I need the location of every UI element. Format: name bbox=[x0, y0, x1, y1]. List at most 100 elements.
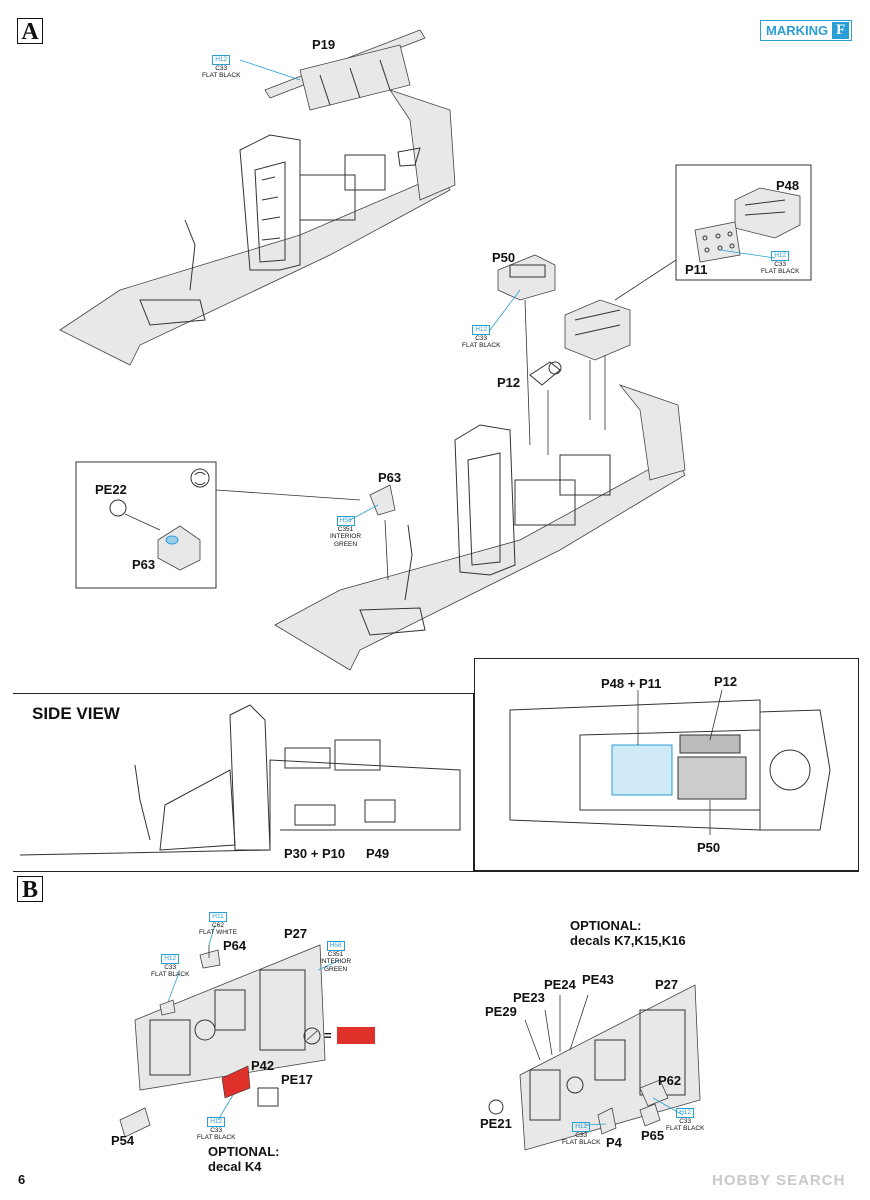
paint-callout-p19: H12 C33 FLAT BLACK bbox=[202, 55, 240, 80]
label-p65: P65 bbox=[641, 1128, 665, 1143]
paint-callout-p11: H12 C33 FLAT BLACK bbox=[761, 251, 799, 276]
optional-decals: decals K7,K15,K16 bbox=[570, 933, 686, 948]
side-view-title: SIDE VIEW bbox=[32, 704, 120, 723]
paint-number: C33 bbox=[210, 1126, 223, 1134]
paint-code: H58 bbox=[326, 941, 345, 951]
paint-name: FLAT WHITE bbox=[199, 929, 238, 936]
label-p12: P12 bbox=[497, 375, 521, 390]
label-pe21: PE21 bbox=[480, 1116, 512, 1131]
label-p11: P11 bbox=[685, 262, 708, 277]
label-p42: P42 bbox=[251, 1058, 275, 1073]
label-pe17: PE17 bbox=[281, 1072, 313, 1087]
step-a-badge: A bbox=[17, 18, 43, 45]
label-p63: P63 bbox=[378, 470, 402, 485]
label-p30-p10: P30 + P10 bbox=[284, 846, 346, 861]
paint-code: H12 bbox=[771, 251, 790, 261]
label-p4: P4 bbox=[606, 1135, 622, 1150]
cockpit-floor-upper-drawing bbox=[59, 89, 456, 366]
marking-badge: MARKING F bbox=[760, 20, 853, 41]
top-view-frame bbox=[474, 658, 859, 871]
optional-label: OPTIONAL: bbox=[208, 1144, 280, 1159]
paint-callout-p4: H12 C33 FLAT BLACK bbox=[562, 1122, 600, 1147]
label-p63-inset: P63 bbox=[132, 557, 156, 572]
label-p19: P19 bbox=[312, 37, 336, 52]
top-view-drawing bbox=[509, 689, 831, 835]
paint-callout-p64: H11 C62 FLAT WHITE bbox=[199, 912, 237, 937]
label-p64: P64 bbox=[223, 938, 247, 953]
paint-number: C33 bbox=[575, 1131, 588, 1139]
paint-code: H12 bbox=[212, 55, 231, 65]
p11-drawing bbox=[694, 221, 741, 263]
paint-callout-p50: H12 C33 FLAT BLACK bbox=[462, 325, 500, 350]
step-b-frame bbox=[13, 871, 859, 872]
p12-drawing bbox=[529, 361, 562, 386]
watermark-logo: HOBBY SEARCH bbox=[712, 1172, 846, 1189]
paint-code: H12 bbox=[161, 954, 180, 964]
paint-number: C33 bbox=[215, 64, 228, 72]
label-p50: P50 bbox=[492, 250, 516, 265]
paint-name: FLAT BLACK bbox=[462, 342, 501, 349]
label-p12-top: P12 bbox=[714, 674, 738, 689]
page-number: 6 bbox=[18, 1172, 26, 1187]
instrument-panel-right-drawing bbox=[488, 984, 701, 1151]
equals-sign: = bbox=[324, 1028, 332, 1043]
paint-number: C351 bbox=[337, 525, 354, 533]
paint-callout-panel-green: H58 C351 INTERIOR GREEN bbox=[320, 941, 351, 973]
paint-number: C33 bbox=[774, 260, 787, 268]
optional-note-left: OPTIONAL: decal K4 bbox=[208, 1144, 280, 1174]
optional-label: OPTIONAL: bbox=[570, 918, 642, 933]
paint-code: H12 bbox=[676, 1108, 695, 1118]
step-b-badge: B bbox=[17, 876, 43, 903]
label-p50-top: P50 bbox=[697, 840, 721, 855]
marking-label: MARKING bbox=[766, 23, 829, 38]
paint-callout-panel-black: H12 C33 FLAT BLACK bbox=[151, 954, 189, 979]
p48-assembled-drawing bbox=[564, 299, 631, 361]
paint-callout-p62: H12 C33 FLAT BLACK bbox=[666, 1108, 704, 1133]
label-pe22: PE22 bbox=[95, 482, 127, 497]
paint-number: C351 bbox=[327, 950, 344, 958]
p19-part-drawing bbox=[264, 29, 426, 111]
paint-name-2: GREEN bbox=[323, 965, 348, 973]
instrument-panel-left-drawing bbox=[119, 944, 326, 1138]
label-pe29: PE29 bbox=[485, 1004, 517, 1019]
label-p49: P49 bbox=[366, 846, 390, 861]
label-p62: P62 bbox=[658, 1073, 682, 1088]
label-p27-b: P27 bbox=[655, 977, 679, 992]
paint-name: INTERIOR bbox=[320, 958, 352, 965]
paint-callout-p42: H12 C33 FLAT BLACK bbox=[197, 1117, 235, 1142]
paint-code: H12 bbox=[472, 325, 491, 335]
paint-code: H12 bbox=[572, 1122, 591, 1132]
label-pe24: PE24 bbox=[544, 977, 576, 992]
p48-drawing bbox=[734, 187, 801, 239]
paint-name: FLAT BLACK bbox=[666, 1125, 705, 1132]
paint-number: C33 bbox=[679, 1117, 692, 1125]
marking-letter: F bbox=[832, 22, 850, 39]
label-p48: P48 bbox=[776, 178, 800, 193]
paint-name: FLAT BLACK bbox=[761, 268, 800, 275]
optional-note-right: OPTIONAL: decals K7,K15,K16 bbox=[570, 918, 686, 948]
label-p27: P27 bbox=[284, 926, 308, 941]
paint-number: C62 bbox=[212, 921, 224, 929]
paint-callout-p63: H58 C351 INTERIOR GREEN bbox=[330, 516, 361, 548]
paint-name: FLAT BLACK bbox=[197, 1134, 236, 1141]
paint-number: C33 bbox=[475, 334, 488, 342]
paint-code: H12 bbox=[207, 1117, 226, 1127]
label-pe43: PE43 bbox=[582, 972, 614, 987]
label-p48-p11: P48 + P11 bbox=[601, 676, 662, 691]
p63-drawing bbox=[369, 484, 396, 516]
label-pe23: PE23 bbox=[513, 990, 545, 1005]
paint-code: H11 bbox=[209, 912, 227, 922]
paint-name: FLAT BLACK bbox=[562, 1139, 601, 1146]
paint-name: FLAT BLACK bbox=[202, 72, 241, 79]
side-view-frame bbox=[13, 693, 474, 871]
paint-name-2: GREEN bbox=[333, 540, 358, 548]
cockpit-floor-lower-drawing bbox=[274, 384, 686, 671]
side-view-drawing bbox=[19, 704, 461, 856]
paint-number: C33 bbox=[164, 963, 177, 971]
paint-code: H58 bbox=[336, 516, 355, 526]
optional-decals: decal K4 bbox=[208, 1159, 262, 1174]
label-p54: P54 bbox=[111, 1133, 135, 1148]
paint-name: INTERIOR bbox=[330, 533, 362, 540]
p50-drawing bbox=[497, 254, 556, 301]
